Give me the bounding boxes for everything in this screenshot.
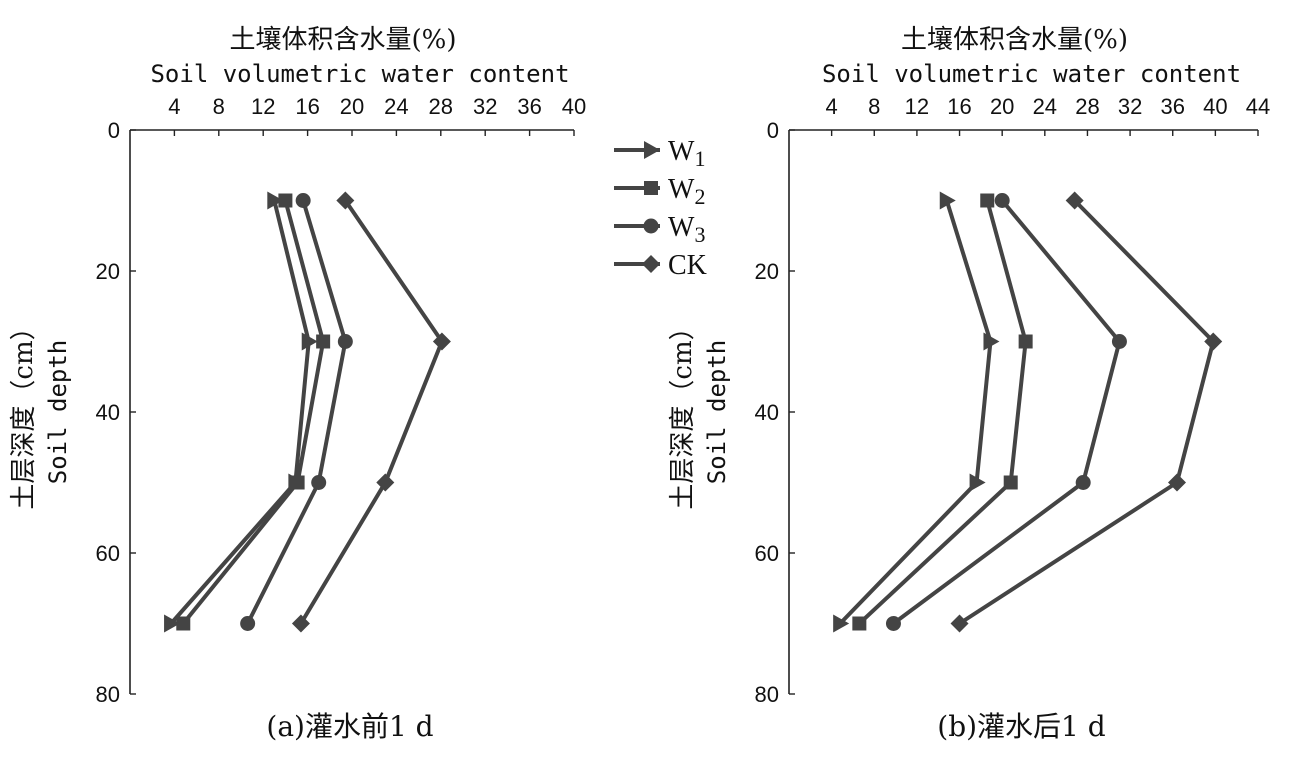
panel-b-series-3-point (994, 193, 1010, 208)
panel-a-y-tick-label: 60 (96, 541, 120, 566)
panel-a-y-tick-label: 40 (96, 400, 120, 425)
panel-b-x-tick-label: 32 (1118, 94, 1142, 119)
panel-b-series-4-point (950, 614, 969, 633)
panel-a-series-1-point (164, 614, 181, 633)
legend-label: CK (668, 250, 707, 281)
panel-b-y-tick-label: 40 (755, 400, 779, 425)
panel-a-series-4-point (432, 332, 451, 351)
panel-a-series-3-point (311, 475, 327, 490)
panel-b-series-1-point (833, 614, 850, 633)
panel-b-series-2-line (857, 199, 1028, 625)
panel-b-series-4-point (1167, 473, 1186, 492)
panel-a-x-tick-label: 4 (168, 94, 180, 119)
panel-a-x-tick-label: 24 (384, 94, 408, 119)
legend-marker (642, 255, 660, 273)
panel-b-series-1-line (838, 199, 993, 625)
panel-b-series-4-point (1204, 332, 1223, 351)
panel-b-x-tick-label: 44 (1246, 94, 1270, 119)
panel-b-series-4-point (1065, 191, 1084, 210)
panel-b-x-tick-label: 24 (1033, 94, 1057, 119)
panel-b-series-2-point (980, 193, 995, 208)
panel-a-series-1-point (301, 332, 318, 351)
panel-a-series-2-point (176, 616, 191, 631)
panel-b-y-tick-label: 80 (755, 682, 779, 707)
panel-b-series-1-point (969, 473, 986, 492)
panel-a-y-label-en: Soil depth (44, 340, 72, 485)
legend-item: W1 (614, 136, 705, 171)
panel-a-series-4-line (299, 199, 444, 625)
legend-label-subscript: 2 (694, 184, 705, 209)
panel-a-x-tick-label: 28 (429, 94, 453, 119)
panel-a-series-4-point (376, 473, 395, 492)
panel-a-x-tick-label: 20 (340, 94, 364, 119)
panel-a-series-2-point (316, 334, 331, 349)
panel-b-x-tick-label: 20 (990, 94, 1014, 119)
panel-b-series-3-line (892, 199, 1122, 626)
panel-b-y-label-cn: 土层深度（cm） (668, 314, 698, 509)
panel-a-y-label-cn: 土层深度（cm） (9, 314, 39, 509)
legend-item: W2 (614, 174, 705, 209)
panel-a-series-4-point (336, 191, 355, 210)
panel-b-y-tick-label: 20 (755, 259, 779, 284)
panel-b-y-tick-label: 0 (767, 118, 779, 143)
legend-marker (643, 218, 659, 234)
panel-a-series-3-point (295, 193, 311, 208)
panel-b-y-tick-label: 60 (755, 541, 779, 566)
panel-a-series-3-point (240, 616, 256, 631)
legend-item: W3 (614, 212, 705, 247)
panel-b-x-label-cn: 土壤体积含水量(%) (901, 25, 1128, 55)
panel-a-x-tick-label: 16 (295, 94, 319, 119)
panel-a-x-tick-label: 40 (562, 94, 586, 119)
legend-label: W1 (668, 136, 705, 171)
panel-b-title: (b)灌水后1 d (937, 710, 1105, 743)
legend-label: W3 (668, 212, 705, 247)
panel-a-series-2-point (290, 475, 305, 490)
panel-b-series-1-point (983, 332, 1000, 351)
panel-b-series-3-point (1111, 334, 1127, 349)
panel-b-series-3-point (885, 616, 901, 631)
panel-a-series-1-line (169, 200, 311, 625)
panel-a-x-tick-label: 36 (517, 94, 541, 119)
panel-b-series-2-point (852, 616, 867, 631)
panel-a-title: (a)灌水前1 d (266, 710, 433, 743)
panel-b-x-label-en: Soil volumetric water content (822, 60, 1241, 88)
legend-item: CK (614, 250, 707, 281)
panel-a-y-tick-label: 0 (108, 118, 120, 143)
panel-a-y-tick-label: 20 (96, 259, 120, 284)
panel-a-x-label-cn: 土壤体积含水量(%) (230, 25, 457, 55)
panel-a-series-3-point (337, 334, 353, 349)
panel-b-series-4-line (958, 199, 1216, 626)
panel-a-series-2-point (278, 193, 293, 208)
panel-a-series-4-point (291, 614, 310, 633)
legend-marker (644, 181, 658, 195)
panel-a-x-tick-label: 8 (213, 94, 225, 119)
panel-a-x-label-en: Soil volumetric water content (150, 60, 569, 88)
panel-b-x-tick-label: 4 (826, 94, 838, 119)
panel-b-x-tick-label: 28 (1075, 94, 1099, 119)
panel-b-series-3-point (1075, 475, 1091, 490)
panel-a-before-irrigation: 4 8 12 16 20 24 28 32 36 40 0 20 40 60 80 土壤体积含水量(%) Soi… (9, 25, 586, 743)
panel-a-series-3-line (245, 199, 348, 625)
panel-b-series-2-point (1003, 475, 1018, 490)
panel-b-x-tick-label: 16 (947, 94, 971, 119)
panel-a-series-1-point (267, 191, 284, 210)
panel-a-series-2-line (181, 199, 326, 625)
panel-b-y-label-en: Soil depth (703, 340, 731, 485)
panel-b-x-tick-label: 40 (1203, 94, 1227, 119)
panel-b-series-2-point (1018, 334, 1033, 349)
legend-label-subscript: 1 (694, 146, 705, 171)
panel-b-x-tick-label: 12 (905, 94, 929, 119)
panel-a-y-tick-label: 80 (96, 682, 120, 707)
legend-label-subscript: 3 (694, 222, 705, 247)
panel-b-x-tick-label: 36 (1160, 94, 1184, 119)
panel-a-x-tick-label: 32 (473, 94, 497, 119)
panel-b-series-1-point (939, 191, 956, 210)
legend-label: W2 (668, 174, 705, 209)
panel-b-x-tick-label: 8 (868, 94, 880, 119)
panel-a-x-tick-label: 12 (251, 94, 275, 119)
legend-marker (644, 141, 660, 159)
